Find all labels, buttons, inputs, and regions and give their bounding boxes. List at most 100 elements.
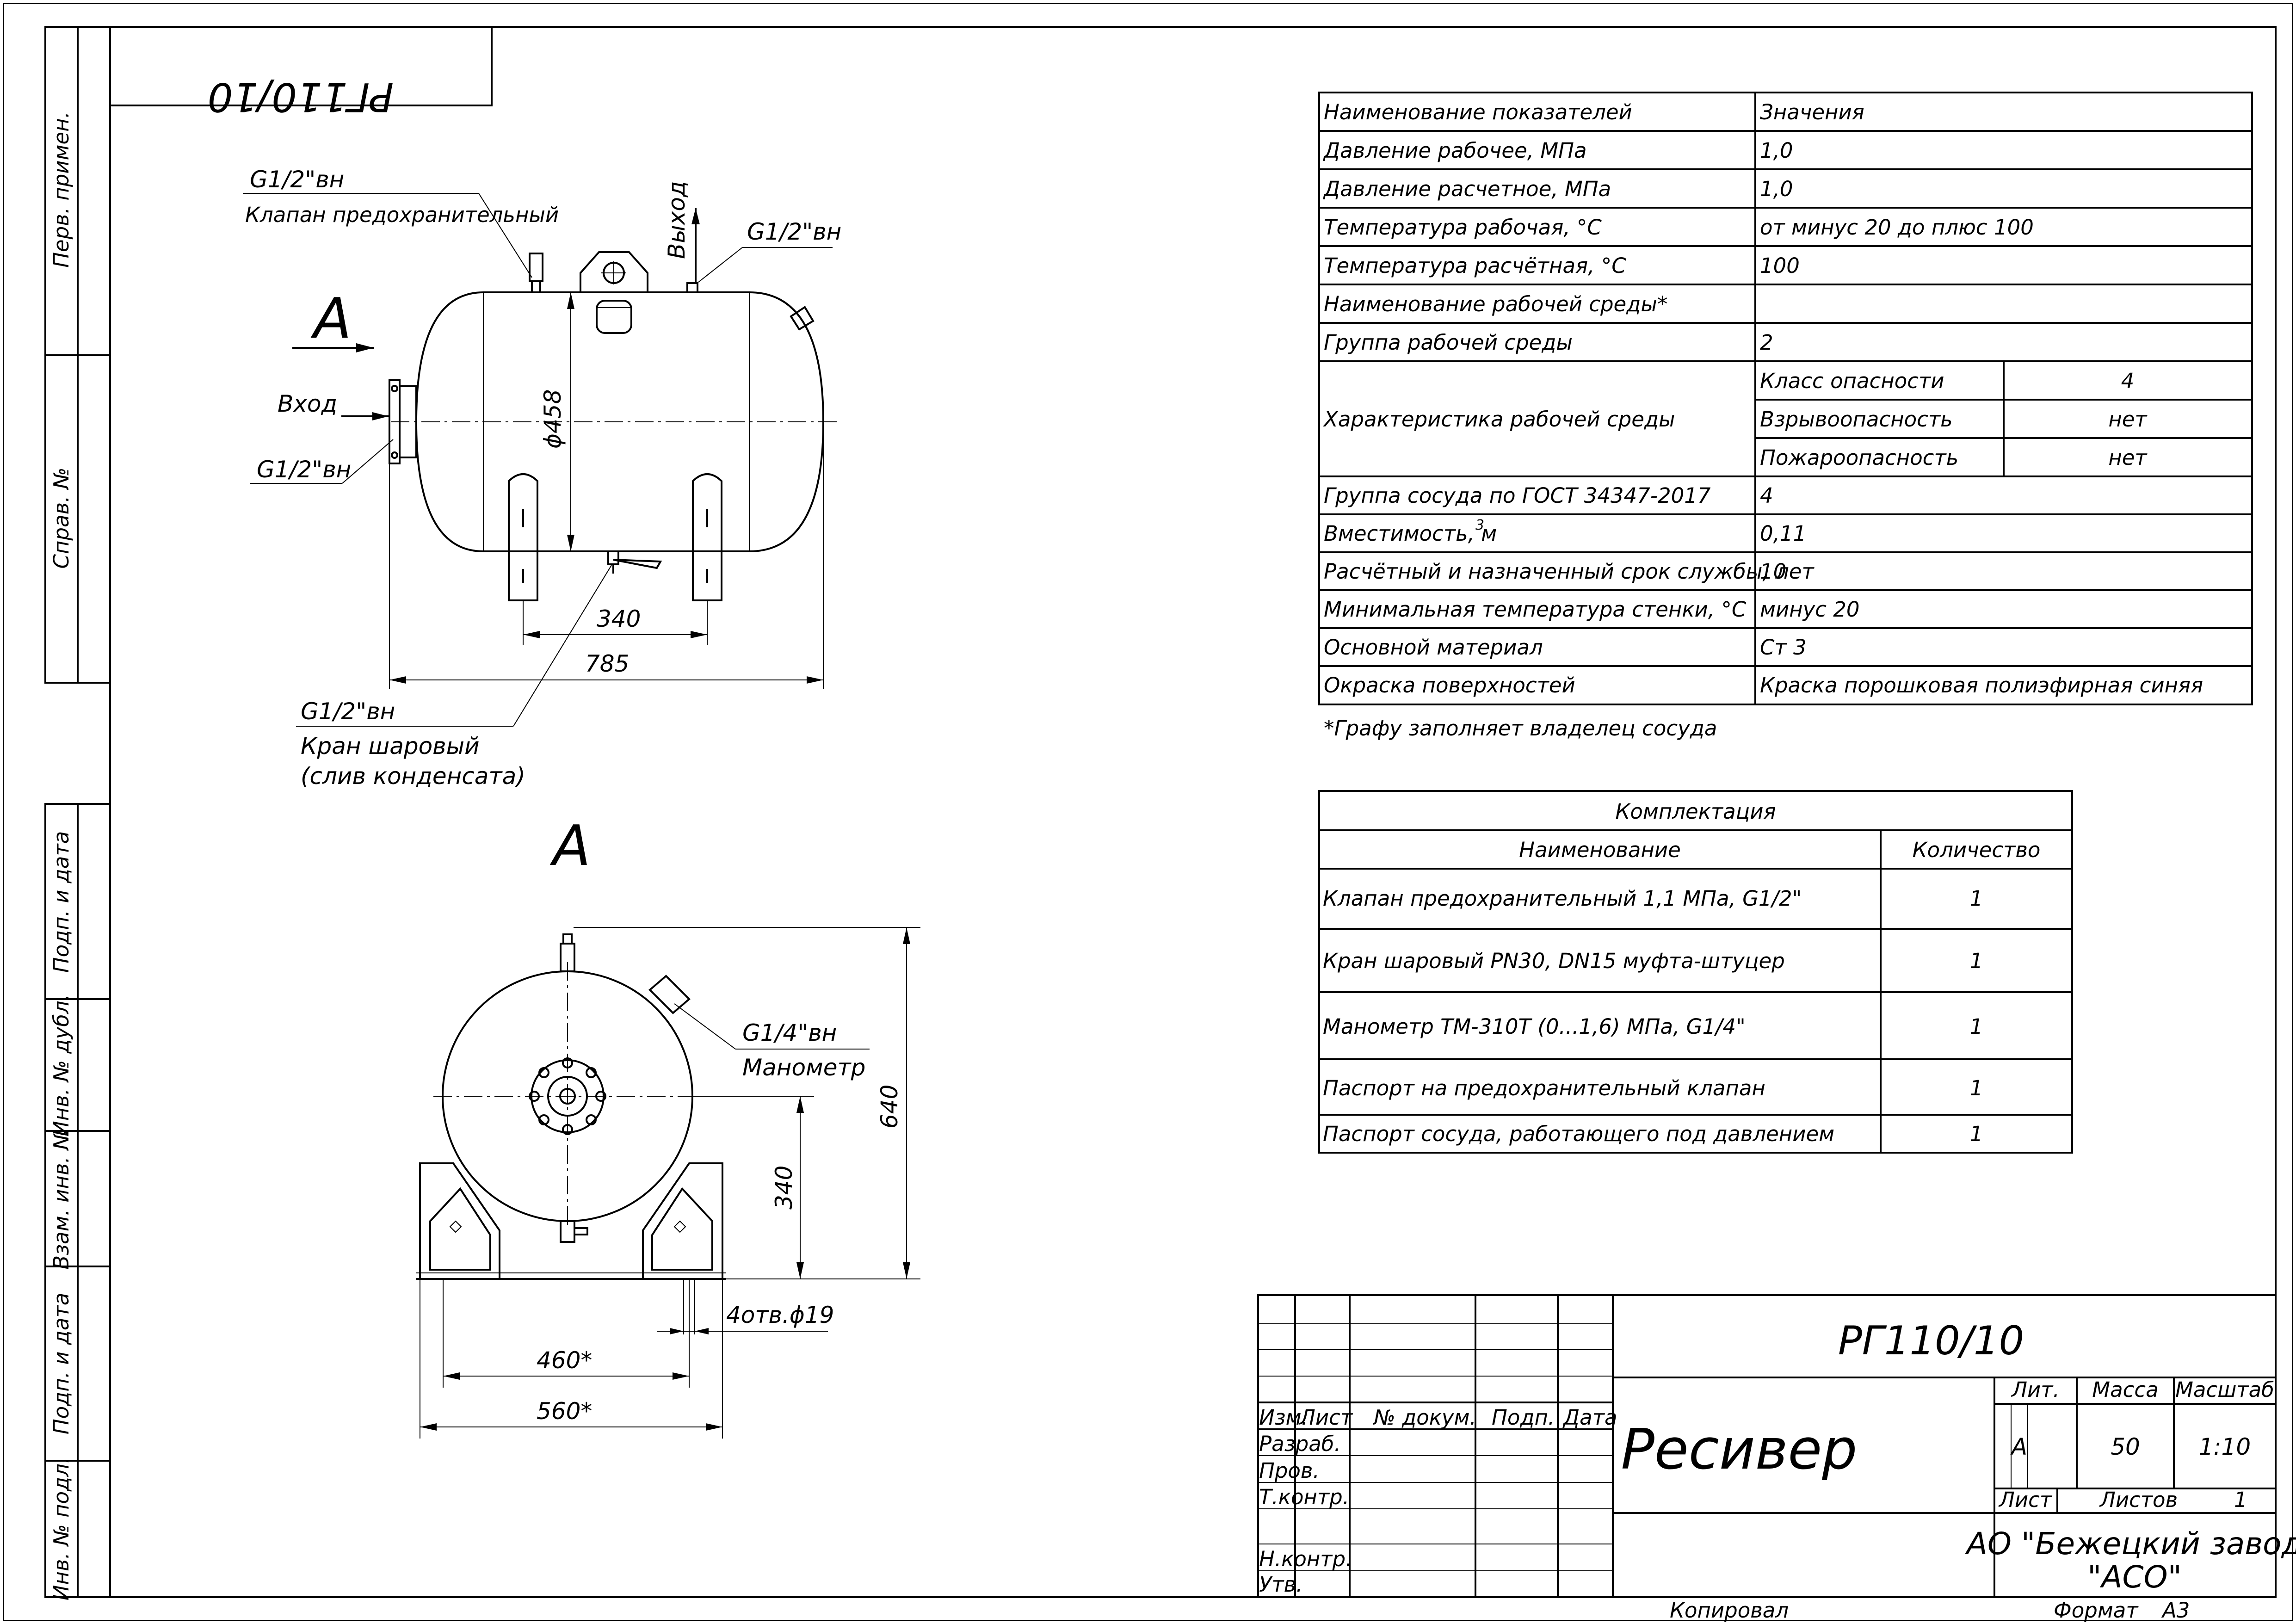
tb-role: Т.контр.	[1259, 1485, 1349, 1509]
kit-col-name: Наименование	[1519, 838, 1681, 862]
spec-env-label: Характеристика рабочей среды	[1323, 407, 1675, 432]
tb-sheets: 1	[2234, 1488, 2247, 1512]
tb-company-1: АО "Бежецкий завод	[1965, 1526, 2296, 1562]
spec-row-name: Давление рабочее, МПа	[1323, 138, 1587, 163]
safety-valve-label: Клапан предохранительный	[245, 203, 559, 227]
safety-valve-thread: G1/2"вн	[250, 166, 344, 193]
spec-row-name: Расчётный и назначенный срок службы, лет	[1324, 559, 1815, 584]
drain-label-2: (слив конденсата)	[301, 763, 525, 790]
spec-row-value: 2	[1760, 330, 1773, 355]
stamp-vzam-inv: Взам. инв. №	[49, 1128, 74, 1270]
spec-env-value: 4	[2121, 369, 2135, 393]
spec-row-value: от минус 20 до плюс 100	[1760, 215, 2034, 240]
kit-row-name: Паспорт на предохранительный клапан	[1323, 1076, 1765, 1100]
spec-row-name: Температура рабочая, °С	[1324, 215, 1602, 240]
tb-scale-label: Масштаб	[2175, 1377, 2274, 1402]
kit-row-name: Манометр ТМ-310Т (0...1,6) МПа, G1/4"	[1323, 1014, 1746, 1039]
tb-col-docum: № докум.	[1373, 1405, 1476, 1430]
stamp-inv-podl: Инв. № подл.	[49, 1457, 74, 1600]
manhole	[596, 300, 632, 334]
spec-row-value: Ст 3	[1760, 635, 1807, 660]
side-gauge	[648, 975, 691, 1014]
footer-format: А3	[2161, 1598, 2190, 1623]
kit-row-name: Паспорт сосуда, работающего под давление…	[1323, 1122, 1834, 1146]
spec-env-name: Взрывоопасность	[1760, 407, 1953, 432]
front-view: А Вход G1/2"вн G1/2"вн Клапан предохрани…	[243, 166, 841, 790]
drain-label-1: Кран шаровый	[301, 733, 480, 760]
side-dim-460: 460*	[537, 1347, 592, 1374]
tb-company-2: "АСО"	[2087, 1559, 2182, 1595]
kit-row-qty: 1	[1970, 1014, 1983, 1039]
outlet-thread-label: G1/2"вн	[747, 218, 841, 245]
side-view-title: А	[549, 814, 591, 878]
mirrored-code: РГ110/10	[208, 74, 394, 120]
front-dim-785: 785	[585, 650, 629, 677]
side-dim-640: 640	[876, 1085, 903, 1129]
tb-role: Утв.	[1259, 1572, 1302, 1597]
side-stamps: Перв. примен. Справ. № Подп. и дата Инв.…	[44, 26, 111, 1600]
spec-env-value: нет	[2108, 407, 2148, 432]
spec-env-name: Класс опасности	[1760, 369, 1944, 393]
spec-row-value: 10	[1760, 559, 1786, 584]
footer-format-label: Формат	[2054, 1598, 2139, 1623]
diameter-label: ϕ458	[539, 389, 566, 449]
spec-row-value: Краска порошковая полиэфирная синяя	[1760, 673, 2203, 698]
tb-role: Пров.	[1259, 1458, 1320, 1483]
outlet-nozzle	[686, 282, 698, 293]
stamp-inv-dubl: Инв. № дубл.	[49, 994, 74, 1136]
side-dim-340: 340	[771, 1166, 797, 1210]
spec-row-value: минус 20	[1760, 597, 1860, 622]
spec-row-name: Наименование рабочей среды*	[1324, 292, 1667, 316]
stamp-sprav-no: Справ. №	[49, 468, 74, 569]
mirrored-code-box: РГ110/10	[109, 26, 493, 120]
spec-env-name: Пожароопасность	[1760, 445, 1958, 470]
drain-thread-label: G1/2"вн	[301, 698, 395, 725]
spec-footnote: *Графу заполняет владелец сосуда	[1324, 716, 1717, 741]
tb-code: РГ110/10	[1838, 1318, 2024, 1364]
spec-row-name: Давление расчетное, МПа	[1323, 177, 1611, 201]
tb-role: Н.контр.	[1259, 1547, 1352, 1571]
holes-label: 4отв.ϕ19	[726, 1302, 834, 1328]
inlet-label: Вход	[278, 390, 337, 417]
spec-table: Наименование показателей Значения Давлен…	[1318, 92, 2253, 741]
spec-env-value: нет	[2108, 445, 2148, 470]
kit-title: Комплектация	[1615, 799, 1776, 824]
kit-row-qty: 1	[1970, 949, 1983, 973]
drain-valve	[607, 550, 619, 565]
gauge-nozzle	[790, 306, 815, 331]
outer-frame	[3, 3, 2293, 1621]
spec-row-name: Окраска поверхностей	[1324, 673, 1575, 698]
tb-mass-label: Масса	[2092, 1377, 2158, 1402]
outlet-label: Выход	[663, 181, 690, 259]
spec-header-name: Наименование показателей	[1324, 100, 1632, 124]
spec-volume-sup: 3	[1475, 517, 1484, 533]
tb-col-data: Дата	[1562, 1405, 1617, 1430]
stamp-podp-data-1: Подп. и дата	[49, 831, 74, 973]
kit-row-name: Клапан предохранительный 1,1 МПа, G1/2"	[1323, 886, 1802, 911]
spec-row-name: Группа сосуда по ГОСТ 34347-2017	[1324, 483, 1711, 508]
spec-row-value: 4	[1760, 483, 1773, 508]
tb-col-izm: Изм.	[1259, 1405, 1308, 1430]
tb-lit: А	[2010, 1433, 2027, 1460]
support-right	[692, 473, 722, 601]
gauge-thread-label: G1/4"вн	[742, 1019, 837, 1046]
spec-row-name: Группа рабочей среды	[1324, 330, 1573, 355]
side-dim-560: 560*	[537, 1398, 592, 1425]
spec-header-value: Значения	[1760, 100, 1864, 124]
tb-scale: 1:10	[2199, 1433, 2251, 1460]
spec-row-name: Вместимость, м	[1324, 521, 1497, 546]
spec-row-value: 100	[1760, 253, 1800, 278]
spec-row-name: Основной материал	[1324, 635, 1543, 660]
spec-row-value: 0,11	[1760, 521, 1806, 546]
tb-name: Ресивер	[1621, 1418, 1858, 1482]
gauge-label: Манометр	[742, 1054, 865, 1081]
inlet-thread-label: G1/2"вн	[257, 456, 351, 483]
footer-copied: Копировал	[1670, 1598, 1789, 1623]
tb-sheet-label: Лист	[1998, 1488, 2053, 1512]
side-view: А G1/4"вн Манометр	[416, 814, 920, 1439]
kit-row-name: Кран шаровый PN30, DN15 муфта-штуцер	[1323, 949, 1785, 973]
title-block: Изм. Лист № докум. Подп. Дата Разраб. Пр…	[1257, 1294, 2296, 1598]
kit-row-qty: 1	[1970, 1122, 1983, 1146]
side-flange	[531, 1059, 605, 1133]
